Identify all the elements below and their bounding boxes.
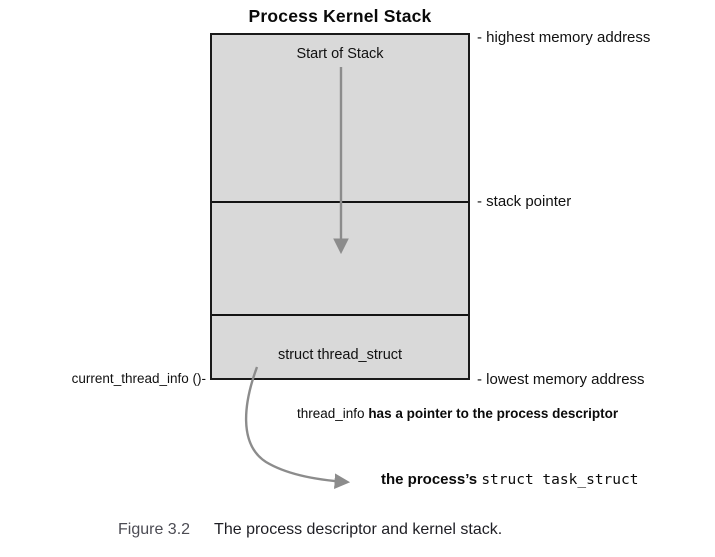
lowest-memory-address-label: - lowest memory address	[477, 371, 645, 388]
stack-pointer-label: - stack pointer	[477, 193, 572, 210]
thread-struct-label: struct thread_struct	[277, 347, 403, 363]
figure-caption-text: The process descriptor and kernel stack.	[214, 521, 503, 538]
task-struct-code-text: struct task_struct	[481, 472, 639, 488]
stack-pointer-divider	[212, 201, 468, 203]
thread-struct-divider	[212, 314, 468, 316]
kernel-stack-box: Start of Stack struct thread_struct	[210, 33, 470, 380]
figure-caption: Figure 3.2 The process descriptor and ker…	[118, 521, 502, 539]
highest-memory-address-label: - highest memory address	[477, 29, 651, 46]
thread-info-code-text: thread_info	[297, 406, 365, 421]
figure-number-label: Figure 3.2	[118, 521, 191, 538]
thread-info-note: thread_info has a pointer to the process…	[297, 406, 618, 421]
process-bold-text: the process’s	[381, 471, 482, 488]
task-struct-note: the process’s struct task_struct	[381, 471, 638, 488]
diagram-title: Process Kernel Stack	[248, 6, 432, 26]
curved-arrow-right-icon	[244, 366, 351, 489]
start-of-stack-label: Start of Stack	[296, 46, 384, 62]
current-thread-info-label: current_thread_info ()-	[71, 371, 206, 386]
thread-info-note-text: has a pointer to the process descriptor	[364, 406, 619, 421]
